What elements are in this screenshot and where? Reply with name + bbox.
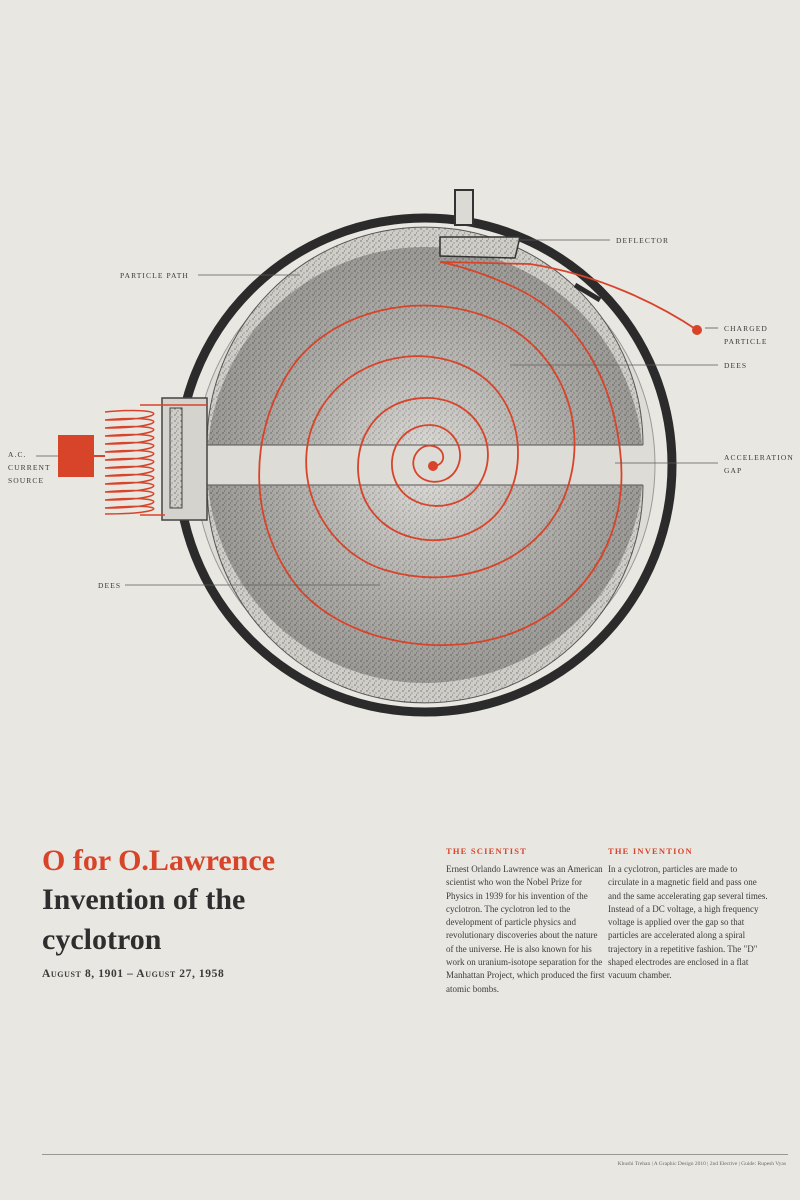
cyclotron-illustration [36,189,718,717]
label-deflector: DEFLECTOR [616,236,670,245]
invention-heading: THE INVENTION [608,846,693,856]
connector-block [161,397,208,521]
scientist-column: THE SCIENTIST Ernest Orlando Lawrence wa… [446,846,606,996]
cyclotron-diagram: DEFLECTOR PARTICLE PATH CHARGED PARTICLE… [0,150,800,750]
footer-credit: Khushi Trehan | A Graphic Design 2010 | … [617,1161,786,1167]
label-acceleration-gap: ACCELERATION GAP [724,451,794,477]
label-charged-particle: CHARGED PARTICLE [724,322,768,348]
invention-body: In a cyclotron, particles are made to ci… [608,864,768,981]
label-acceleration-gap-line2: GAP [724,466,743,475]
title-block: O for O.Lawrence Invention of the cyclot… [42,842,422,980]
footer-rule [42,1154,788,1155]
label-charged-particle-line2: PARTICLE [724,337,768,346]
label-dees-left: DEES [98,581,122,590]
label-particle-path: PARTICLE PATH [120,271,189,280]
label-dees-right: DEES [724,361,748,370]
title-line-1: Invention of the [42,883,246,916]
particle-center [428,461,438,471]
charged-particle-dot [692,325,702,335]
life-dates: August 8, 1901 – August 27, 1958 [42,968,225,980]
deflector [439,236,521,259]
particle-spiral [258,261,698,646]
acceleration-gap-slot [180,445,650,485]
label-ac-source-line2: CURRENT [8,463,51,472]
label-ac-source: A.C. CURRENT SOURCE [8,448,51,487]
deflector-stem [454,189,474,226]
ac-source-box [58,435,94,477]
label-ac-source-line3: SOURCE [8,476,45,485]
scientist-heading: THE SCIENTIST [446,846,528,856]
label-acceleration-gap-line1: ACCELERATION [724,453,794,462]
label-ac-source-line1: A.C. [8,450,27,459]
invention-column: THE INVENTION In a cyclotron, particles … [608,846,768,983]
label-charged-particle-line1: CHARGED [724,324,768,333]
title-letter: O for O.Lawrence [42,844,276,877]
scientist-body: Ernest Orlando Lawrence was an American … [446,864,605,994]
ac-coil [104,409,155,515]
title-line-2: cyclotron [42,923,162,956]
